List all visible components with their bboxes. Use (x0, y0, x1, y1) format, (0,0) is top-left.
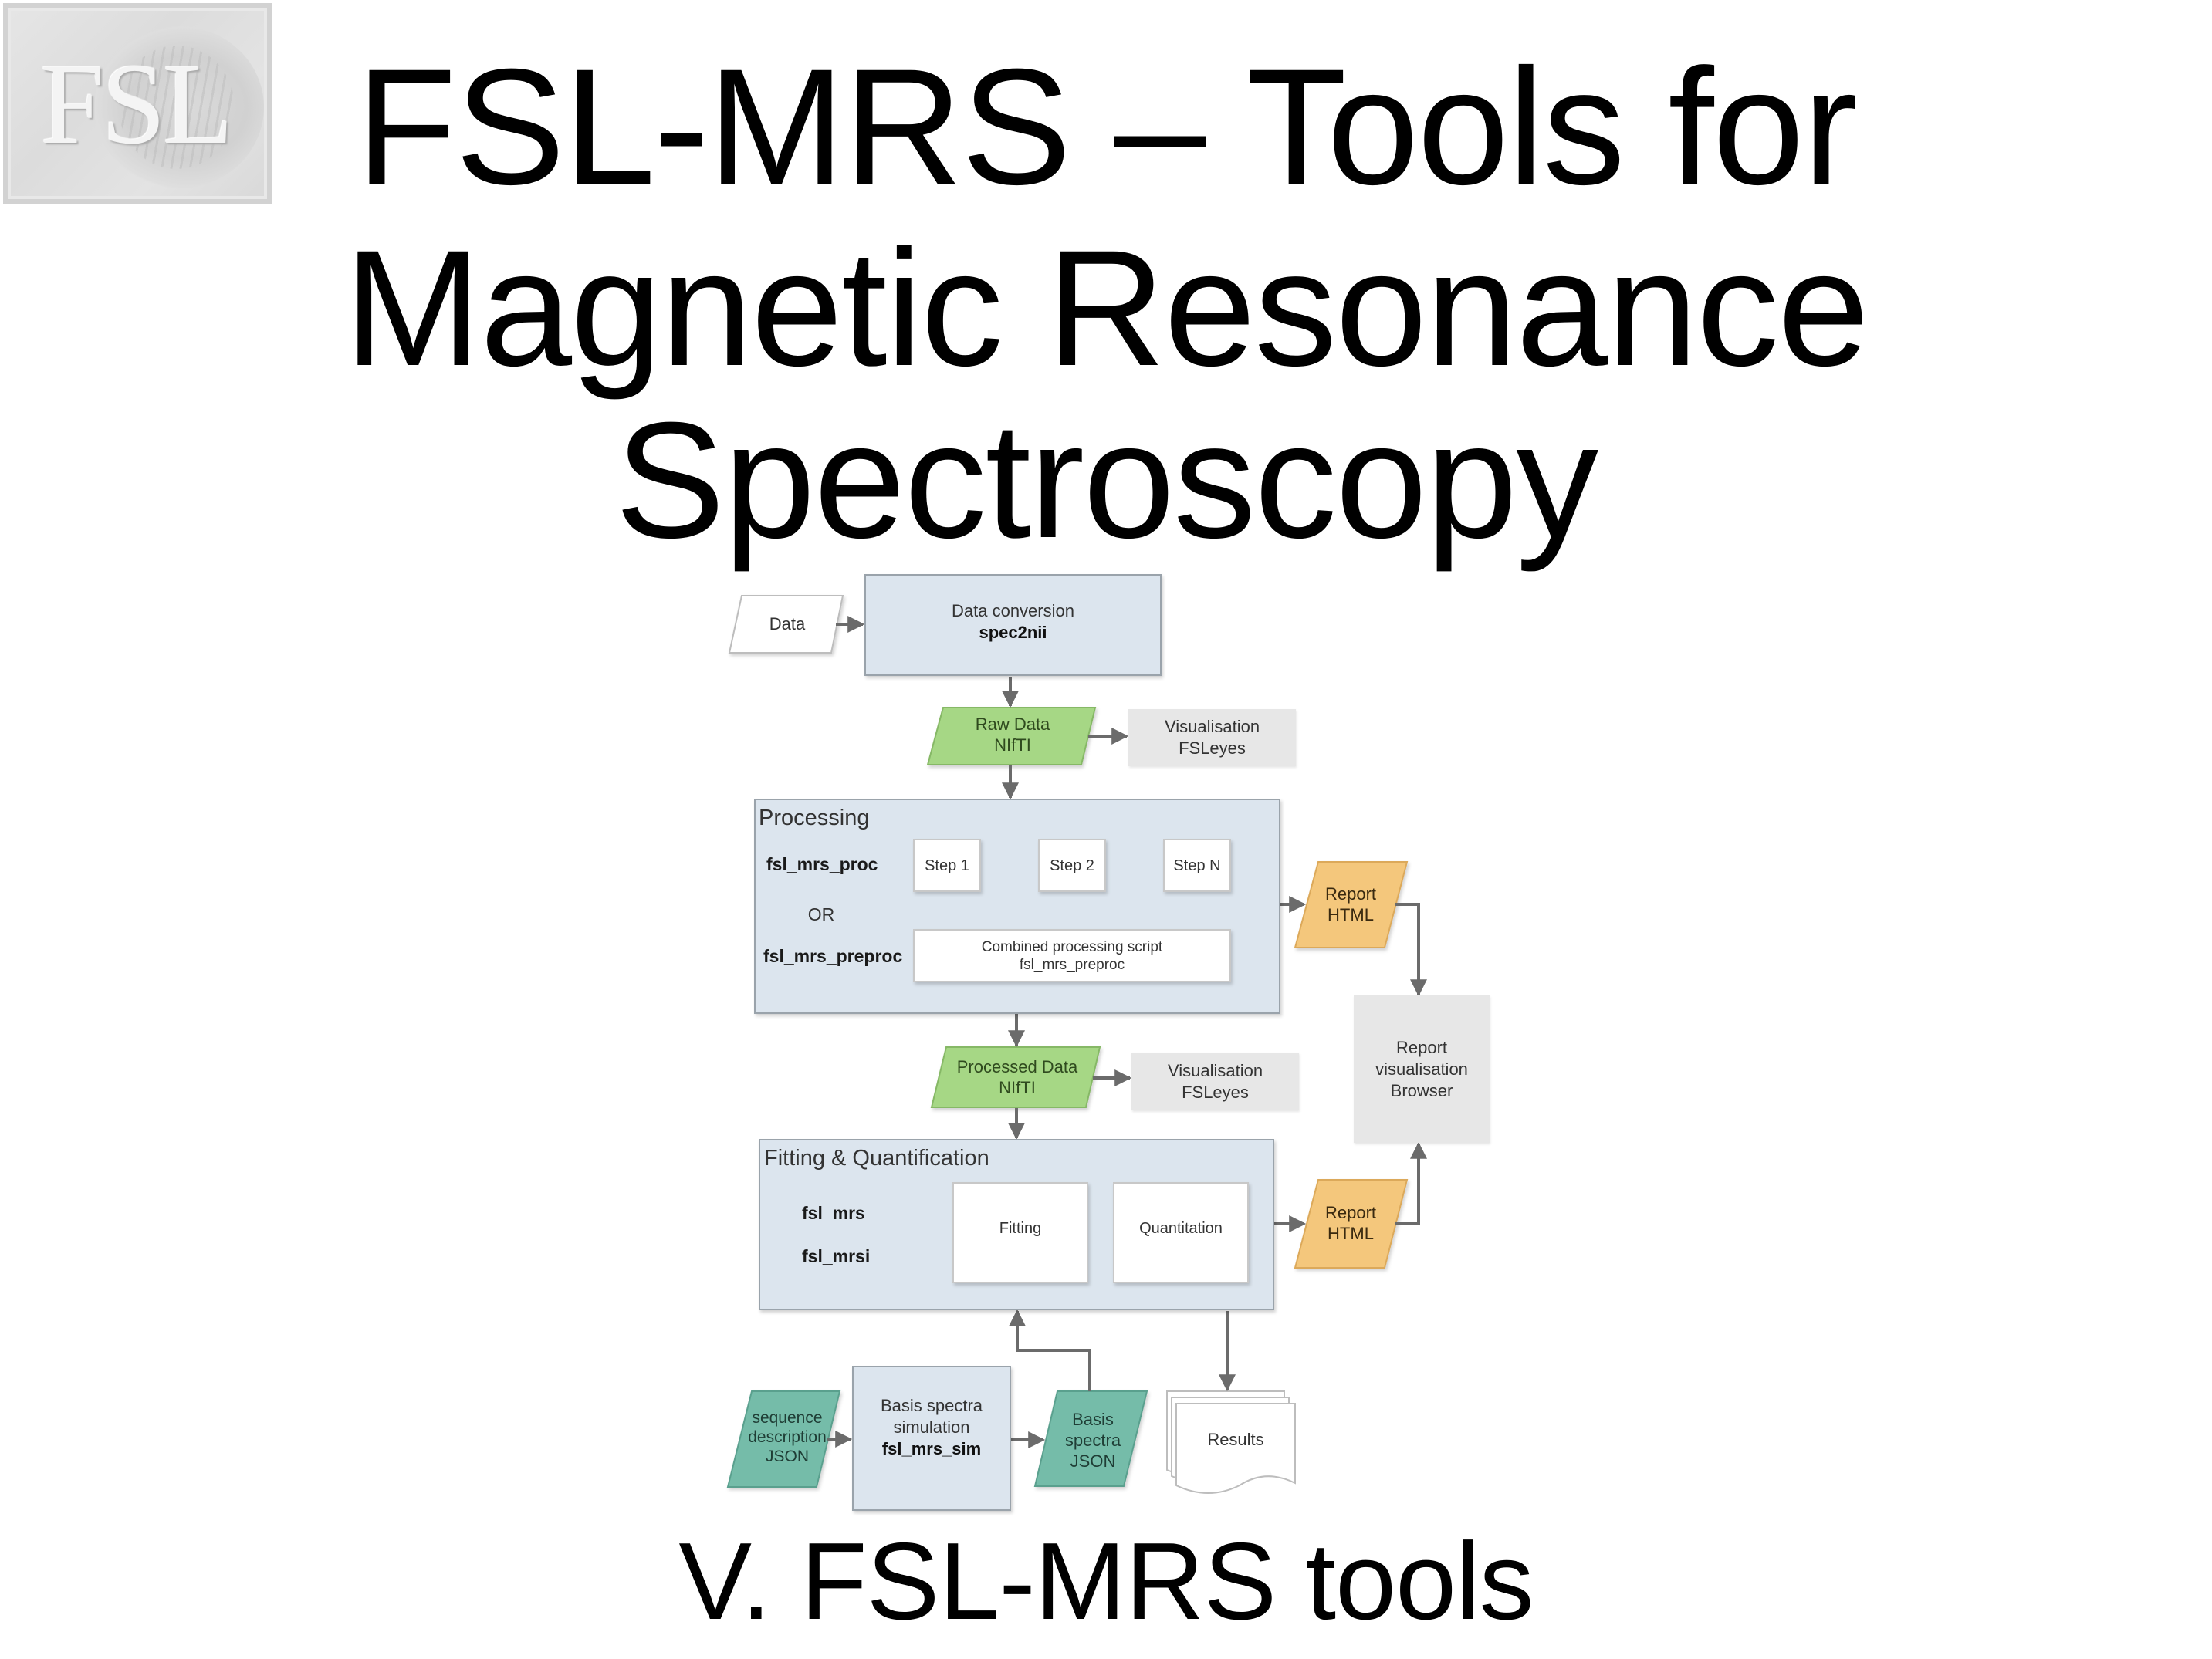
step-1-label: Step 1 (925, 857, 969, 874)
visualisation-fsleyes-box-1: Visualisation FSLeyes (1128, 709, 1296, 766)
fsl-mrs-proc-label: fsl_mrs_proc (766, 854, 878, 874)
step-2-label: Step 2 (1050, 857, 1094, 874)
sequence-line2: description (748, 1428, 827, 1446)
step-n-box: Step N (1163, 839, 1231, 892)
fsl-mrs-sim-command: fsl_mrs_sim (881, 1439, 982, 1458)
basis-json-line3: JSON (1070, 1451, 1116, 1471)
quantitation-label: Quantitation (1139, 1219, 1223, 1237)
fitting-box: Fitting (952, 1182, 1088, 1283)
results-document-stack-icon (1166, 1390, 1296, 1494)
processed-data-line2: NIfTI (999, 1078, 1036, 1097)
data-input: Data (769, 614, 806, 634)
or-label: OR (807, 904, 835, 924)
spec2nii-command: spec2nii (979, 623, 1047, 642)
visualisation-2-line1: Visualisation (1167, 1060, 1263, 1080)
step-n-label: Step N (1173, 857, 1221, 874)
report-visualisation-browser-box: Report visualisation Browser (1354, 995, 1490, 1143)
basis-spectra-simulation-box: Basis spectra simulation fsl_mrs_sim (852, 1366, 1011, 1511)
report-html-1-shape (1294, 861, 1409, 948)
report-1-line2: HTML (1328, 905, 1374, 924)
fitting-quantification-title: Fitting & Quantification (764, 1146, 989, 1171)
processing-title: Processing (759, 806, 870, 830)
quantitation-box: Quantitation (1113, 1182, 1249, 1283)
basis-json-shape (1033, 1390, 1148, 1487)
processed-data-line1: Processed Data (956, 1057, 1078, 1076)
fsl-mrsi-label: fsl_mrsi (802, 1246, 871, 1266)
raw-data-line1: Raw Data (975, 715, 1050, 734)
combined-line1: Combined processing script (981, 938, 1163, 955)
raw-data-label: Raw Data NIfTI (935, 714, 1090, 755)
visualisation-fsleyes-box-2: Visualisation FSLeyes (1131, 1053, 1299, 1110)
section-subtitle: V. FSL-MRS tools (678, 1520, 1534, 1643)
trilobite-ribs-decoration (119, 46, 235, 169)
fsl-mrs-preproc-label: fsl_mrs_preproc (763, 946, 903, 966)
sequence-json-shape (726, 1390, 841, 1488)
report-vis-line2: visualisation (1375, 1059, 1468, 1079)
basis-sim-line1: Basis spectra (880, 1396, 983, 1415)
report-vis-line1: Report (1395, 1037, 1448, 1057)
report-html-2-shape (1294, 1179, 1409, 1269)
report-vis-line3: Browser (1390, 1080, 1453, 1100)
connector-arrows (827, 616, 1427, 1448)
report-html-2: Report HTML (1304, 1202, 1397, 1244)
report-html-1: Report HTML (1304, 884, 1397, 925)
combined-processing-box: Combined processing script fsl_mrs_prepr… (913, 929, 1231, 982)
title-line-1: FSL-MRS – Tools for (355, 35, 1858, 219)
arrow-report2-to-browser (1395, 1141, 1427, 1225)
fsl-logo: FSL (3, 3, 272, 204)
logo-text: FSL (40, 40, 233, 168)
step-1-box: Step 1 (913, 839, 981, 892)
data-conversion-title: Data conversion (952, 601, 1074, 620)
step-2-box: Step 2 (1038, 839, 1106, 892)
data-input-shape (728, 595, 844, 654)
basis-spectra-json: Basis spectra JSON (1043, 1409, 1142, 1471)
visualisation-2-line2: FSLeyes (1182, 1082, 1249, 1102)
results-label: Results (1207, 1430, 1264, 1449)
basis-json-line2: spectra (1064, 1431, 1121, 1450)
arrow-basis-to-fitting (1009, 1309, 1091, 1391)
report-2-line1: Report (1324, 1203, 1377, 1222)
processed-data-label: Processed Data NIfTI (935, 1056, 1099, 1098)
basis-json-line1: Basis (1072, 1410, 1114, 1429)
arrow-report-to-browser (1395, 903, 1427, 997)
sequence-line3: JSON (765, 1448, 809, 1465)
visualisation-1-line2: FSLeyes (1179, 738, 1246, 758)
data-conversion-box: Data conversion spec2nii (864, 574, 1162, 676)
report-1-line1: Report (1324, 884, 1377, 904)
sequence-description-json: sequence description JSON (733, 1408, 841, 1466)
raw-data-line2: NIfTI (994, 735, 1031, 755)
fitting-label: Fitting (999, 1219, 1042, 1237)
combined-line2: fsl_mrs_preproc (1019, 956, 1125, 973)
title-line-2: Magnetic Resonance (343, 216, 1869, 400)
report-2-line2: HTML (1328, 1224, 1374, 1243)
sequence-line1: sequence (752, 1409, 823, 1427)
basis-sim-line2: simulation (893, 1417, 970, 1437)
title-line-3: Spectroscopy (614, 388, 1599, 573)
visualisation-1-line1: Visualisation (1164, 717, 1260, 736)
processed-data-shape (930, 1046, 1101, 1108)
fsl-mrs-label: fsl_mrs (802, 1203, 865, 1223)
raw-data-shape (926, 707, 1097, 765)
